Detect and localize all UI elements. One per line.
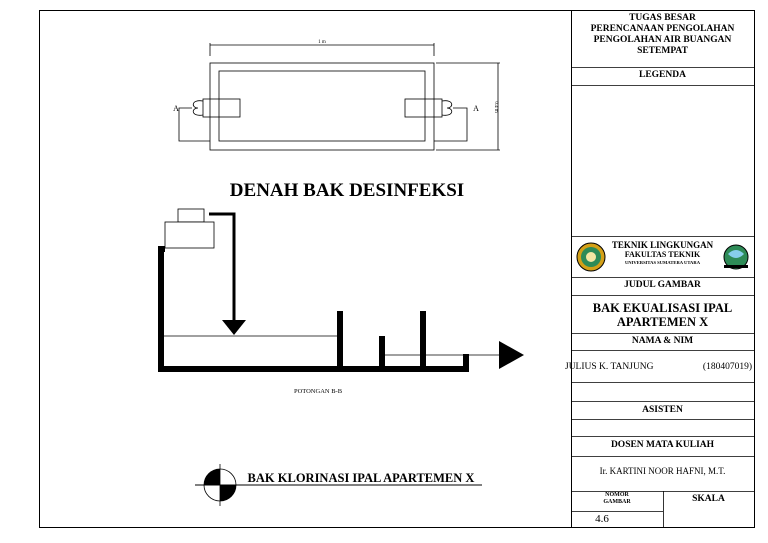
section-line-right [434, 107, 468, 142]
student-nim: (180407019) [702, 362, 752, 372]
tank-outer-wall [209, 62, 435, 151]
section-line-left [178, 107, 210, 142]
inlet-pipe-symbol [192, 100, 204, 116]
sheet-number-label: NOMOR GAMBAR [603, 492, 631, 505]
institution-block: TEKNIK LINGKUNGAN FAKULTAS TEKNIK UNIVER… [571, 240, 754, 266]
section-mark-left: A [173, 104, 179, 113]
plan-title: DENAH BAK DESINFEKSI [230, 180, 464, 201]
tank-inner-wall [218, 70, 426, 142]
width-dimension-label: 0.4 m [493, 101, 498, 113]
usu-logo-icon [576, 242, 606, 272]
institution-line-1: TEKNIK LINGKUNGAN [611, 240, 714, 250]
outlet-flow-arrow [499, 341, 524, 369]
assistant-label: ASISTEN [642, 405, 683, 415]
legend-label: LEGENDA [639, 70, 686, 80]
institution-line-2: FAKULTAS TEKNIK [624, 250, 701, 259]
section-view [158, 208, 524, 372]
plan-view [178, 43, 500, 151]
drawing-title: BAK EKUALISASI IPAL APARTEMEN X [592, 301, 733, 329]
dosing-arrow [222, 320, 246, 335]
drawing-title-label: JUDUL GAMBAR [624, 280, 701, 290]
sheet-number: 4.6 [595, 513, 609, 525]
environmental-engineering-logo-icon [723, 244, 749, 270]
section-caption: POTONGAN B-B [294, 388, 343, 395]
section-mark-right: A [473, 104, 479, 113]
title-block: TUGAS BESAR PERENCANAAN PENGOLAHAN PENGO… [565, 10, 754, 528]
project-title: TUGAS BESAR PERENCANAAN PENGOLAHAN PENGO… [590, 13, 735, 56]
chlorine-dosing-unit [164, 221, 215, 249]
sheet-title: BAK KLORINASI IPAL APARTEMEN X [248, 471, 475, 485]
outlet-box [404, 98, 443, 118]
outlet-pipe-symbol [441, 100, 453, 116]
length-dimension-label: 1 m [318, 40, 326, 45]
name-nim-label: NAMA & NIM [631, 336, 694, 346]
lecturer-name: Ir. KARTINI NOOR HAFNI, M.T. [599, 466, 726, 476]
scale-label: SKALA [692, 494, 725, 504]
sheet-border [39, 10, 755, 528]
tank-section-wall [158, 246, 469, 372]
inlet-box [202, 98, 241, 118]
institution-line-3: UNIVERSITAS SUMATERA UTARA [624, 260, 701, 265]
title-block-grid [571, 67, 754, 528]
dosing-pipe [209, 212, 236, 322]
chlorine-dosing-unit-top [177, 208, 205, 223]
student-name: JULIUS K. TANJUNG [565, 362, 654, 372]
lecturer-label: DOSEN MATA KULIAH [610, 440, 715, 450]
